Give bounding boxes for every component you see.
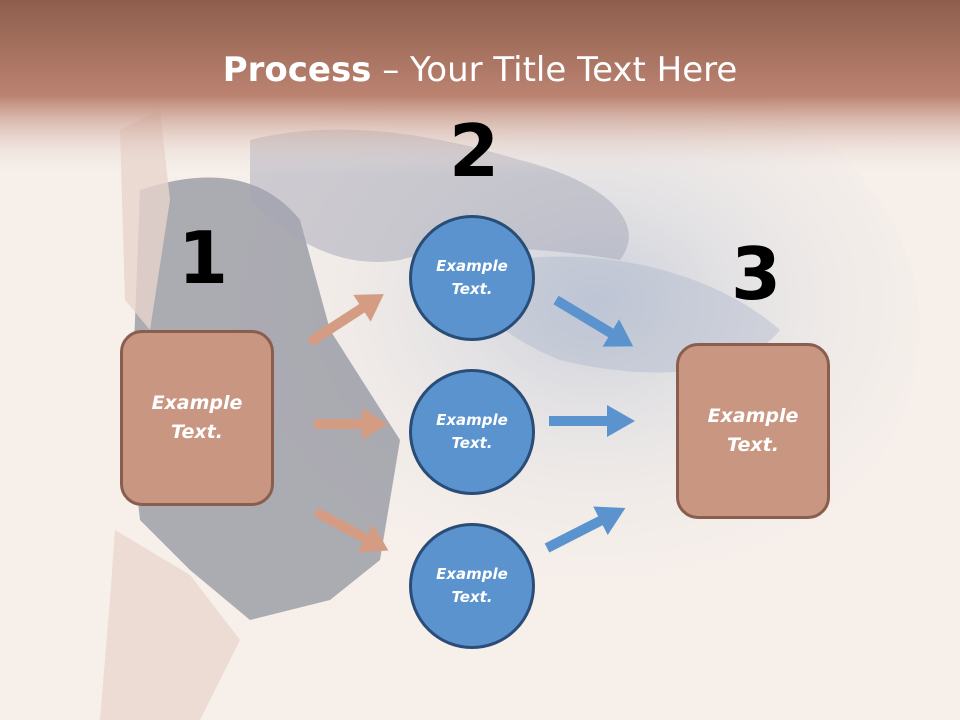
step-1-text: Example Text. [151,392,243,443]
title-bold: Process [222,50,372,90]
step-3-text: Example Text. [707,405,799,456]
circle-bottom-text: Example Text. [436,565,508,606]
arrow-1-to-bottom [313,507,389,553]
step-number-3: 3 [731,232,782,316]
circle-top-text: Example Text. [436,257,508,298]
step-1-box[interactable]: Example Text. [120,330,274,506]
step-number-1: 1 [178,216,229,300]
step-3-box[interactable]: Example Text. [676,343,830,519]
circle-middle-text: Example Text. [436,411,508,452]
arrow-bottom-to-3 [544,506,626,553]
slide-title: Process – Your Title Text Here [0,50,960,90]
step-2-circle-middle[interactable]: Example Text. [409,369,535,495]
title-rest: – Your Title Text Here [371,50,738,90]
step-2-circle-bottom[interactable]: Example Text. [409,523,535,649]
arrow-1-to-top [307,294,384,347]
step-2-circle-top[interactable]: Example Text. [409,215,535,341]
arrow-mid-to-3 [549,405,635,437]
step-number-2: 2 [449,109,500,193]
arrow-1-to-mid [314,408,388,440]
arrow-top-to-3 [553,295,634,347]
